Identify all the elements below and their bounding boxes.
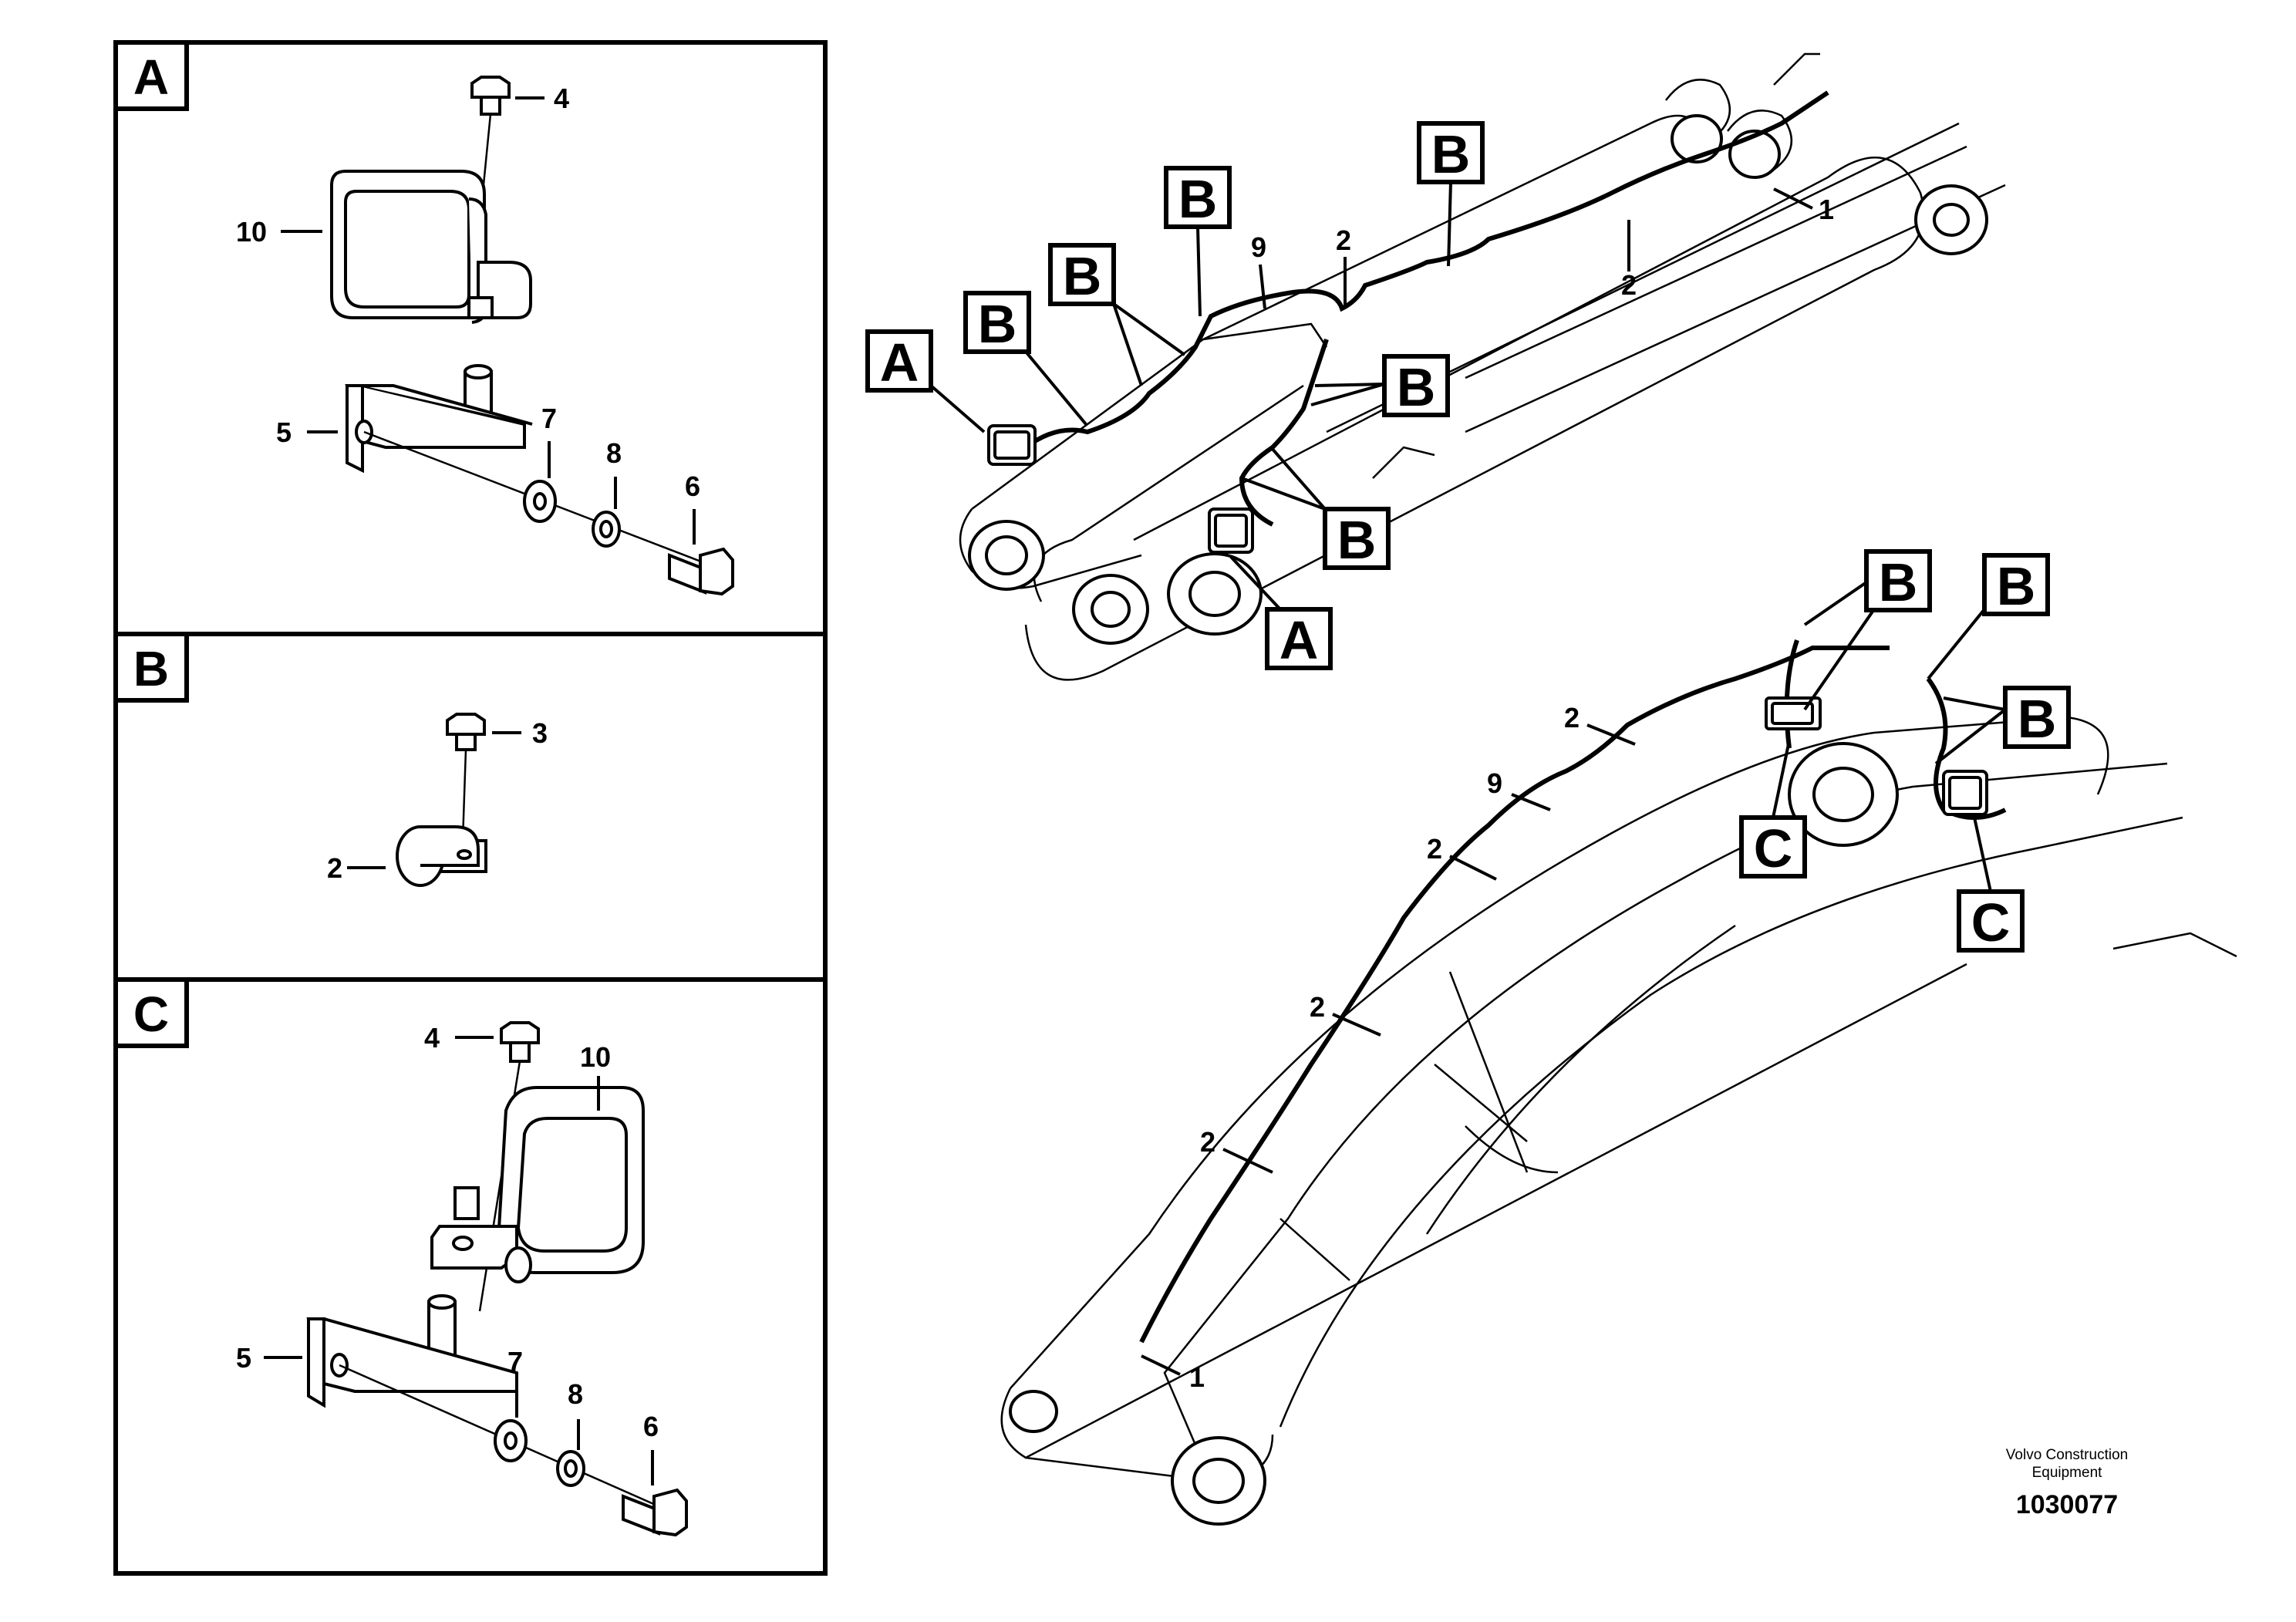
upper-callout-a: A [880,332,919,393]
bracket-icon [306,1294,518,1408]
upper-callout-b6: B [1337,510,1377,570]
lower-wire-drop [1784,639,1799,749]
panel-a-part-5: 5 [276,416,292,448]
panel-a-letter-box [113,40,189,111]
callout-box-b [2003,686,2071,749]
callout-box-b [1982,553,2050,616]
callout-box-c [1739,815,1807,878]
company-name-line1: Volvo Construction [2006,1447,2128,1463]
upper-part-2a: 2 [1336,224,1351,256]
callout-box-b [963,291,1031,354]
panel-a-letter: A [133,49,169,105]
upper-callout-b1: B [978,294,1017,354]
upper-boom-assembly: A B B B B B B A 9 2 2 1 [865,52,2006,681]
upper-callout-b2: B [1063,246,1102,306]
lower-callout-b1: B [1879,552,1918,612]
bolt-icon [446,713,486,841]
panel-c-letter-box [113,977,189,1048]
title-block: Volvo Construction Equipment 1030077 [2006,1447,2128,1519]
upper-callout-b5: B [1397,357,1436,417]
upper-callout-b3: B [1178,169,1218,229]
panel-b-part-2: 2 [327,852,342,884]
panel-c-part-8: 8 [568,1378,583,1410]
callout-box-a [1265,607,1333,670]
lower-callout-c2: C [1971,892,2011,953]
panel-a: A 4 10 5 [113,40,734,596]
lock-washer-icon [556,1450,585,1487]
lock-washer-icon [592,511,621,548]
upper-part-9: 9 [1251,231,1266,263]
panel-a-part-7: 7 [541,403,557,434]
panel-c-part-4: 4 [424,1022,440,1054]
company-name-line2: Equipment [2032,1465,2103,1481]
lower-boom-outline [1000,716,2237,1482]
panel-c-letter: C [133,986,169,1042]
bracket-icon [345,364,533,474]
lower-callout-b3: B [2018,689,2057,749]
bolt-icon [470,76,511,209]
boom-pivot-icon [968,114,1988,645]
upper-callout-b4: B [1431,124,1471,184]
panel-a-part-8: 8 [606,437,622,469]
lower-boom-assembly: B B B C C 2 9 2 2 2 1 [1000,549,2237,1526]
detail-panels-frame [113,40,828,1576]
upper-part-2b: 2 [1621,269,1637,301]
callout-box-a [865,329,933,393]
panel-c-part-5: 5 [236,1342,251,1374]
panel-c-part-6: 6 [643,1411,659,1442]
washer-icon [523,480,557,523]
hex-bolt-icon [622,1488,688,1537]
lower-part-2c: 2 [1310,991,1325,1023]
callout-box-b [1864,549,1932,612]
lower-callout-c1: C [1754,818,1793,878]
lower-part-2d: 2 [1200,1126,1215,1158]
panel-c: C 4 10 5 [113,977,688,1537]
panel-c-part-7: 7 [507,1346,523,1378]
panel-b-letter: B [133,641,169,696]
drawing-number: 1030077 [2016,1490,2118,1519]
washer-icon [494,1419,528,1462]
panel-b-part-3: 3 [532,717,548,749]
work-lamp-icon [430,1086,645,1283]
boom-pivot-icon [1009,742,1899,1526]
upper-callout-a2: A [1279,610,1319,670]
work-lamp-icon [987,424,1037,466]
lower-callout-b2: B [1997,556,2036,616]
hex-bolt-icon [668,547,734,596]
panel-b-letter-box [113,632,189,703]
panel-a-part-4: 4 [554,83,569,114]
work-lamp-icon [1208,508,1254,554]
upper-part-1: 1 [1819,194,1834,225]
callout-box-b [1048,243,1116,306]
panel-c-part-10: 10 [580,1041,611,1073]
panel-a-part-10: 10 [236,216,267,248]
lower-part-2b: 2 [1427,833,1442,865]
upper-wire-harness [1024,90,1829,450]
lower-wire-harness [1139,645,1890,1344]
cable-clamp-icon [396,825,487,887]
work-lamp-icon [330,170,532,324]
lower-part-1: 1 [1189,1361,1205,1393]
lower-part-2a: 2 [1564,702,1580,733]
panel-b: B 3 2 [113,632,548,887]
panel-a-part-6: 6 [685,470,700,502]
work-lamp-icon [1942,770,1988,816]
lower-part-9: 9 [1487,767,1502,799]
work-lamp-icon [1765,696,1822,730]
callout-box-b [1323,507,1391,570]
